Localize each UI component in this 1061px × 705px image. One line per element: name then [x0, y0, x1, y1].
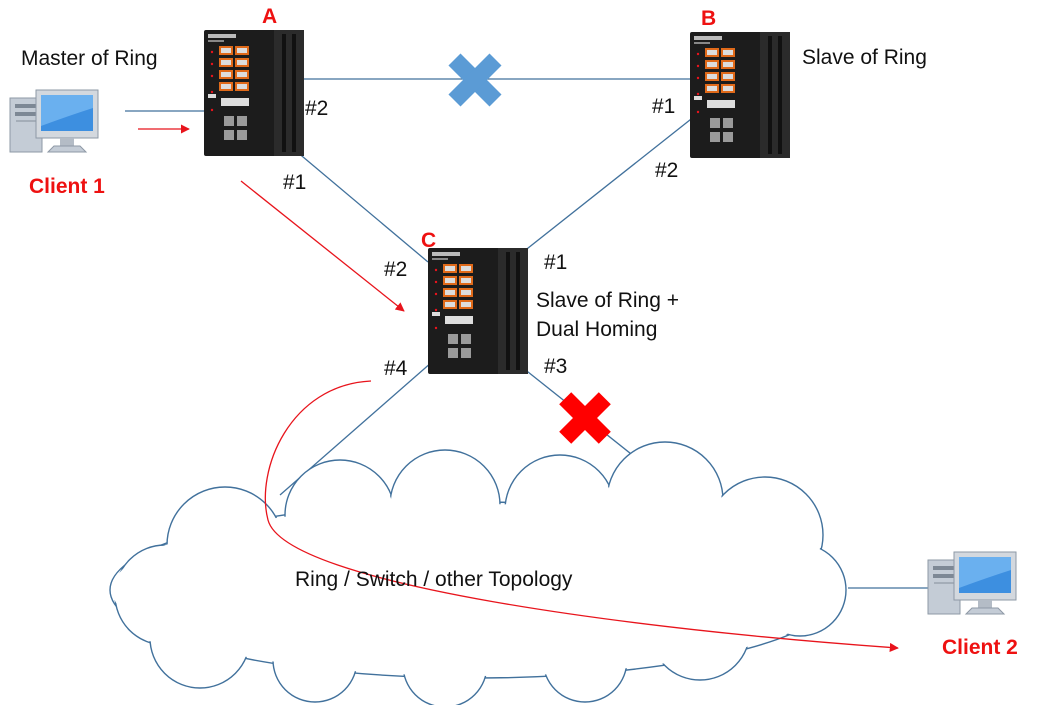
node-a-label: A	[262, 5, 278, 28]
link-a-c	[289, 145, 429, 263]
node-c-role-line1: Slave of Ring +	[536, 289, 680, 312]
node-c-label: C	[421, 229, 437, 252]
port-b-to-c-label: #2	[655, 159, 679, 182]
client-1-label: Client 1	[29, 175, 105, 198]
master-of-ring-label: Master of Ring	[21, 47, 158, 70]
client-2-computer-icon	[927, 551, 1017, 615]
port-c-to-a-label: #2	[384, 258, 408, 281]
switch-b-icon	[690, 32, 790, 158]
node-b-label: B	[701, 7, 717, 30]
path-arrow-a-c	[240, 180, 405, 312]
port-c-to-b-label: #1	[544, 251, 568, 274]
switch-c-icon	[428, 248, 528, 374]
blocked-port-blue-x-icon	[448, 53, 502, 107]
link-b-c	[517, 111, 701, 257]
port-a-to-b-label: #2	[305, 97, 329, 120]
port-c-to-cloud-right-label: #3	[544, 355, 568, 378]
cloud-topology-label: Ring / Switch / other Topology	[295, 568, 573, 591]
port-b-to-a-label: #1	[652, 95, 676, 118]
port-c-to-cloud-left-label: #4	[384, 357, 408, 380]
client-1-computer-icon	[9, 89, 99, 153]
path-arrow-c-client2	[264, 380, 899, 652]
client-2-label: Client 2	[942, 636, 1018, 659]
node-c-role-line2: Dual Homing	[536, 318, 658, 341]
node-b-role-label: Slave of Ring	[802, 46, 927, 69]
port-a-to-c-label: #1	[283, 171, 307, 194]
switch-a-icon	[204, 30, 304, 156]
failed-link-red-x-icon	[559, 392, 611, 444]
